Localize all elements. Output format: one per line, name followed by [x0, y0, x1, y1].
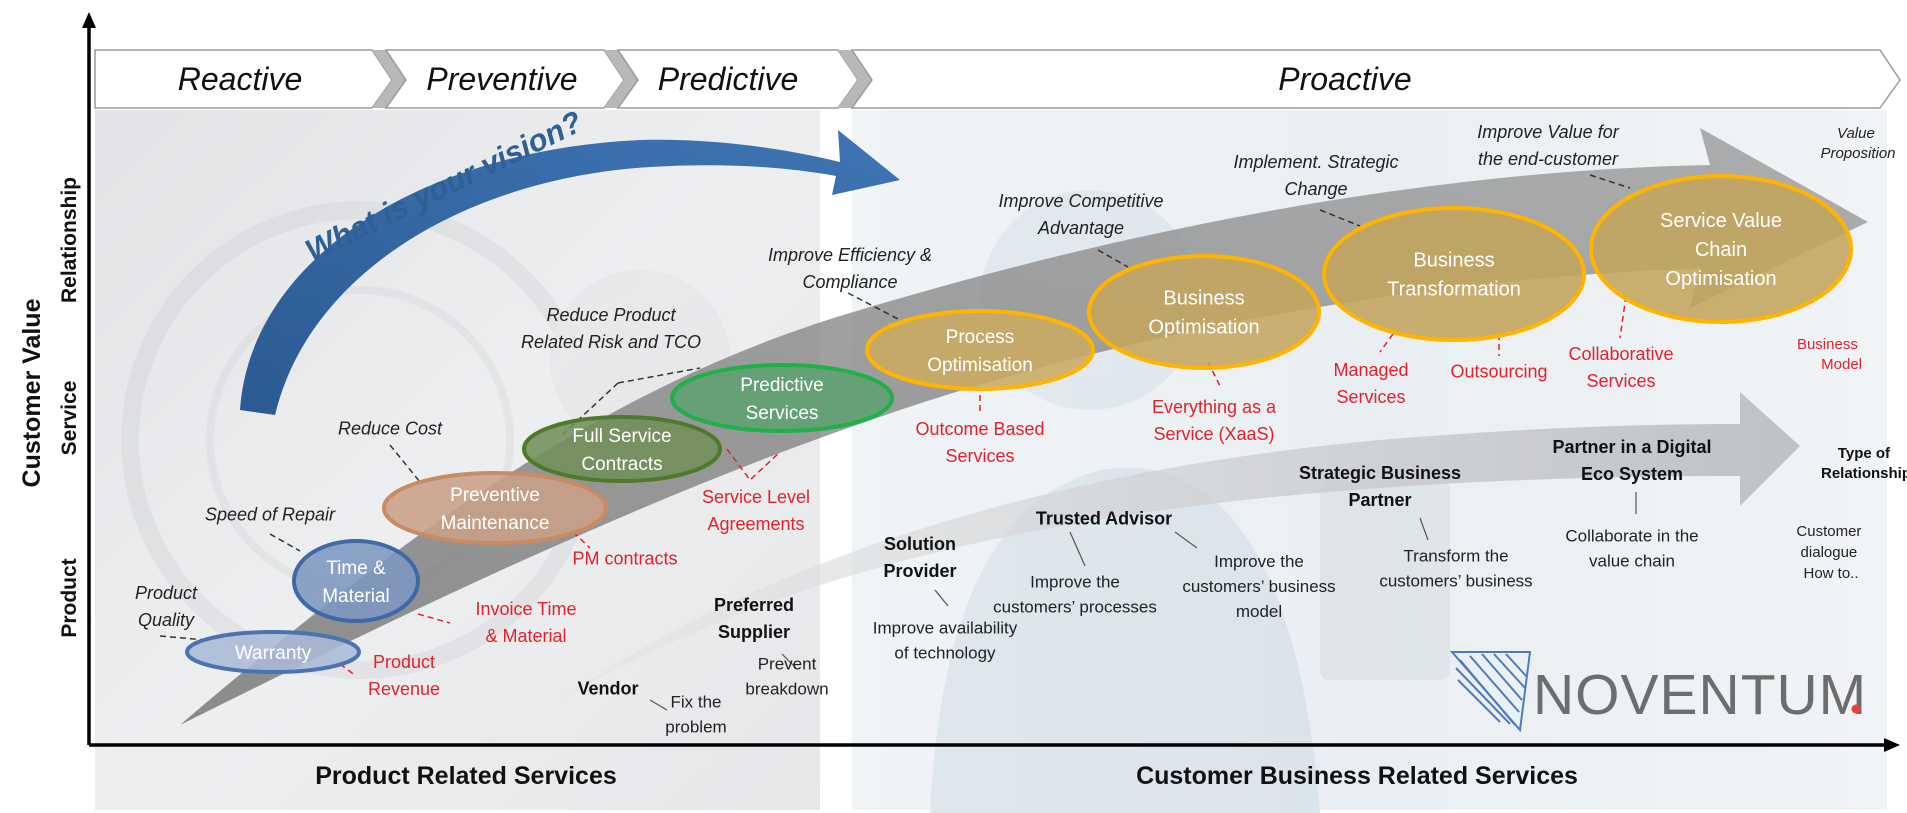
right-column-labels: Value Proposition Business Model Type of… — [1796, 125, 1907, 582]
revenue-model-label: Outsourcing — [1450, 361, 1547, 381]
revenue-model-label: Invoice Time& Material — [475, 599, 576, 646]
customer-dialogue-label: Customer dialogue How to.. — [1796, 523, 1865, 582]
value-driver-label: Speed of Repair — [205, 504, 336, 524]
chevron-proactive — [850, 49, 1901, 109]
value-driver-label: Improve Efficiency &Compliance — [768, 245, 932, 292]
service-level-ellipse — [382, 471, 608, 545]
axes — [82, 12, 1900, 752]
revenue-model-label: PM contracts — [572, 548, 677, 568]
noventum-logo: NOVENTUM — [1449, 651, 1867, 733]
stage-predictive: Predictive — [658, 61, 799, 97]
logo-dot — [1851, 704, 1861, 714]
stage-banner: Reactive Preventive Predictive Proactive — [94, 49, 1901, 109]
relationship-connectors — [649, 492, 1637, 711]
relationship-arrow — [560, 392, 1800, 700]
y-level-service: Service — [58, 381, 81, 456]
x-axis-left: Product Related Services — [315, 762, 617, 790]
service-level-label: Time &Material — [322, 558, 390, 607]
business-model-label: Business Model — [1797, 336, 1862, 373]
stage-reactive: Reactive — [178, 61, 303, 97]
x-axis-right: Customer Business Related Services — [1136, 762, 1578, 790]
service-level-ellipse — [1322, 206, 1586, 342]
y-axis-title: Customer Value — [18, 298, 46, 487]
service-level-label: Warranty — [235, 643, 312, 664]
relationship-type-label: Trusted Advisor — [1036, 508, 1172, 528]
service-level-ellipse — [185, 630, 361, 674]
y-level-product: Product — [58, 558, 81, 637]
logo-text: NOVENTUM — [1533, 663, 1867, 727]
value-driver-label: Reduce Cost — [338, 418, 443, 438]
service-level-ellipses — [185, 174, 1853, 674]
service-level-ellipse — [865, 309, 1095, 391]
service-level-ellipse — [1087, 254, 1321, 370]
service-level-ellipse — [522, 415, 722, 483]
service-level-ellipse — [292, 539, 420, 623]
logo-mark-icon — [1449, 651, 1532, 733]
service-level-ellipse — [1589, 174, 1853, 324]
stage-preventive: Preventive — [426, 61, 577, 97]
stage-proactive: Proactive — [1278, 61, 1411, 97]
y-level-relationship: Relationship — [58, 177, 81, 303]
type-of-relationship-label: Type of Relationship — [1821, 445, 1907, 482]
connector-lines — [159, 174, 1631, 677]
value-proposition-label: Value Proposition — [1820, 125, 1895, 162]
relationship-type-label: Vendor — [577, 678, 638, 698]
service-level-ellipse — [670, 363, 894, 433]
